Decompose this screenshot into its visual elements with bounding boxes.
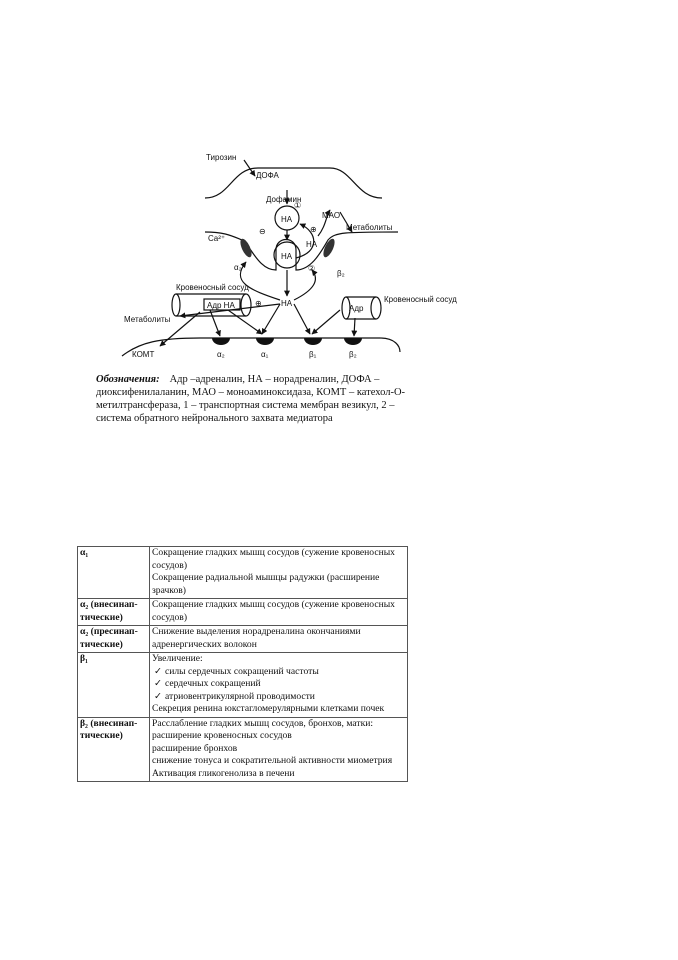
presynaptic-alpha2-receptor [240, 238, 252, 258]
effect-line: Расслабление гладких мышц сосудов, бронх… [152, 717, 374, 729]
effect-cell: Расслабление гладких мышц сосудов, бронх… [149, 716, 408, 782]
table-row: β₁ Увеличение: ✓силы сердечных сокращени… [77, 652, 408, 718]
label-beta1: β₁ [309, 350, 317, 359]
check-item: ✓атриовентрикулярной проводимости [154, 690, 315, 702]
effect-cell: Увеличение: ✓силы сердечных сокращений ч… [149, 652, 408, 718]
table-row: α₁ Сокращение гладких мышц сосудов (суже… [77, 546, 408, 599]
caption-title: Обозначения: [96, 374, 160, 385]
vessel-right-end [370, 296, 382, 320]
check-item: ✓сердечных сокращений [154, 678, 261, 689]
label-metabolites-right: Метаболиты [346, 223, 393, 232]
label-na-mid: НА [281, 252, 293, 261]
label-na-right: НА [306, 240, 318, 249]
effect-line: снижение тонуса и сократительной активно… [152, 755, 393, 766]
label-one: ① [294, 201, 301, 210]
receptor-cell: β₂ (внесинап-тические) [77, 716, 150, 782]
diagram-caption: Обозначения:Адр –адреналин, НА – норадре… [96, 373, 416, 425]
effect-intro: Увеличение: [152, 653, 203, 664]
label-alpha1: α₁ [261, 350, 269, 359]
effect-line: Снижение выделения норадреналина окончан… [152, 626, 361, 650]
adr-na-box [203, 298, 241, 311]
label-alpha2-pre: α₂ [234, 263, 242, 272]
checkmark-icon: ✓ [154, 665, 163, 677]
vessel-left-outline [176, 293, 246, 317]
effect-line: Сокращение гладких мышц сосудов (сужение… [152, 547, 395, 571]
effect-line: расширение бронхов [152, 742, 238, 754]
table-row: α₂ (пресинап-тические) Снижение выделени… [77, 625, 408, 653]
label-mao: МАО [322, 211, 340, 220]
label-tyrosine: Тирозин [206, 153, 236, 162]
postsynaptic-membrane [121, 337, 401, 357]
receptor-cell: α₁ [77, 546, 150, 599]
label-adr-na: Адр НА [207, 301, 235, 310]
effect-line: Сокращение радиальной мышцы радужки (рас… [152, 572, 380, 596]
checkmark-icon: ✓ [154, 690, 163, 702]
receptor-cell: α₂ (пресинап-тические) [77, 625, 150, 653]
label-metabolites-left: Метаболиты [124, 315, 171, 324]
receptor-alpha2 [212, 338, 230, 345]
effect-cell: Снижение выделения норадреналина окончан… [149, 625, 408, 653]
label-blood-vessel-right: Кровеносный сосуд [384, 295, 457, 304]
vessel-left-end [240, 293, 252, 317]
label-dopamine: Дофамин [266, 195, 301, 204]
checkmark-icon: ✓ [154, 678, 163, 689]
vessel-right-outline [346, 296, 376, 320]
receptor-alpha1 [256, 338, 274, 345]
synapse-diagram: Тирозин ДОФА Дофамин ① НА МАО Метаболиты… [121, 153, 457, 359]
receptor-beta1 [304, 338, 322, 345]
receptor-cell: α₂ (внесинап-тические) [77, 598, 150, 626]
receptor-beta2 [344, 338, 362, 345]
check-item: ✓силы сердечных сокращений частоты [154, 665, 319, 677]
label-minus: ⊖ [259, 227, 266, 236]
label-plus-top: ⊕ [310, 225, 317, 234]
label-na-bottom: НА [281, 299, 293, 308]
label-alpha2: α₂ [217, 350, 225, 359]
receptor-table: α₁ Сокращение гладких мышц сосудов (суже… [77, 546, 408, 782]
label-comt: КОМТ [132, 350, 154, 359]
axon-outline [204, 167, 383, 199]
effect-line: расширение кровеносных сосудов [152, 730, 292, 741]
label-beta2: β₂ [349, 350, 357, 359]
label-calcium: Ca²⁺ [208, 234, 225, 243]
label-two: ② [308, 264, 315, 273]
table-row: β₂ (внесинап-тические) Расслабление глад… [77, 716, 408, 782]
label-beta2-pre: β₂ [337, 269, 345, 278]
presynaptic-beta2-receptor [323, 238, 335, 258]
effect-line: Секреция ренина юкстагломерулярными клет… [152, 703, 385, 714]
vesicle-mid [273, 241, 301, 269]
effect-line: Активация гликогенолиза в печени [152, 767, 295, 779]
effect-cell: Сокращение гладких мышц сосудов (сужение… [149, 546, 408, 599]
label-dopa: ДОФА [256, 171, 280, 180]
label-plus-mid: ⊕ [255, 299, 262, 308]
label-na-vesicle: НА [281, 215, 293, 224]
caption-text: Адр –адреналин, НА – норадреналин, ДОФА … [96, 374, 406, 424]
receptor-cell: β₁ [77, 652, 150, 718]
effect-line: Сокращение гладких мышц сосудов (сужение… [152, 599, 395, 623]
table-row: α₂ (внесинап-тические) Сокращение гладки… [77, 598, 408, 626]
label-adr: Адр [349, 304, 364, 313]
effect-cell: Сокращение гладких мышц сосудов (сужение… [149, 598, 408, 626]
label-blood-vessel-left: Кровеносный сосуд [176, 283, 249, 292]
